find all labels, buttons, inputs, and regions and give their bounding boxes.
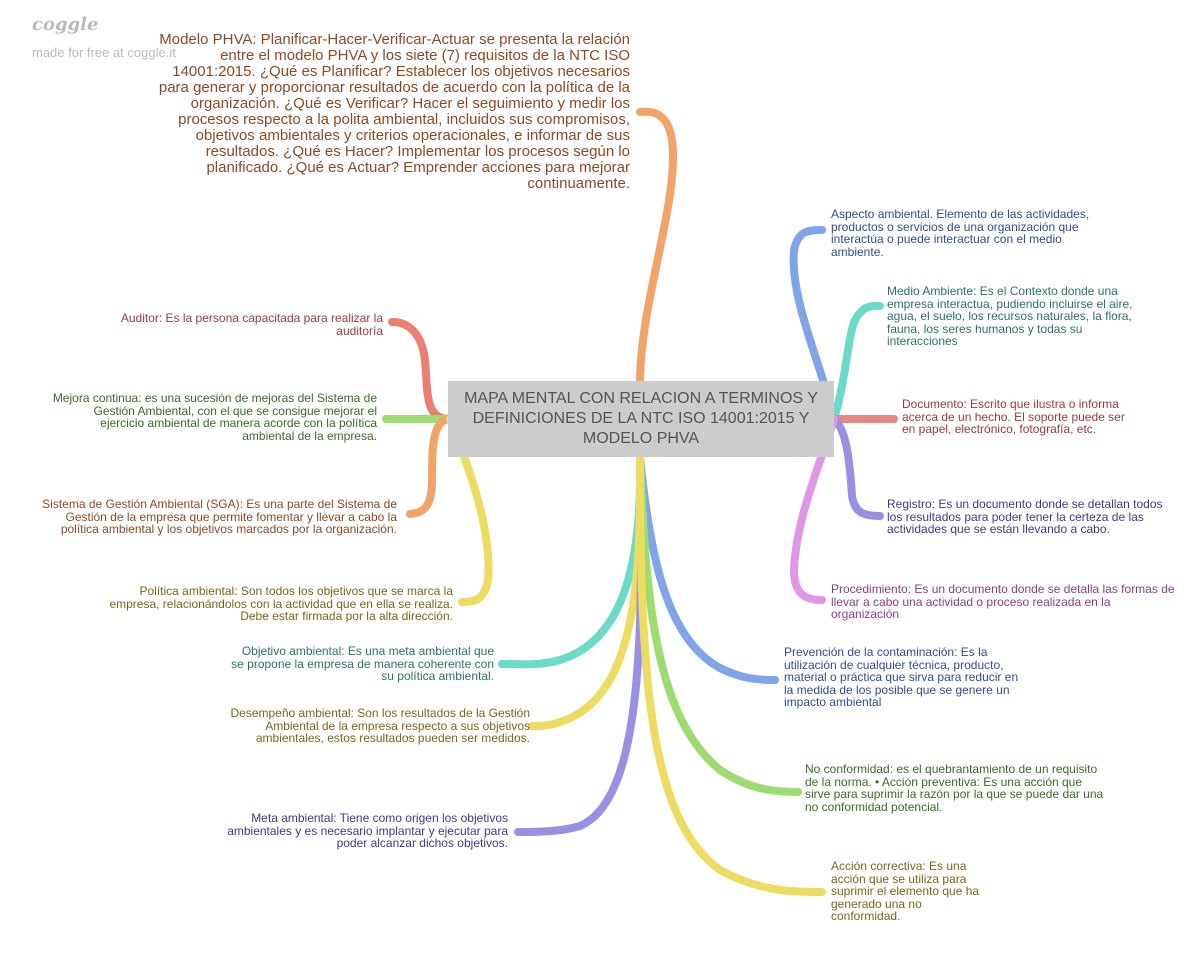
branch-sga: [406, 415, 454, 518]
node-medio-ambiente[interactable]: Medio Ambiente: Es el Contexto donde una…: [887, 284, 1133, 348]
node-phva[interactable]: Modelo PHVA: Planificar-Hacer-Verificar-…: [158, 31, 630, 192]
node-desempeno-ambiental[interactable]: Desempeño ambiental: Son los resultados …: [230, 706, 530, 745]
branch-registro: [830, 415, 884, 520]
node-prevencion-contaminacion[interactable]: Prevención de la contaminación: Es la ut…: [784, 645, 1019, 709]
node-aspecto-ambiental[interactable]: Aspecto ambiental. Elemento de las activ…: [831, 207, 1090, 259]
branch-objetivo: [498, 453, 645, 669]
node-accion-correctiva[interactable]: Acción correctiva: Es una acción que se …: [831, 859, 980, 923]
node-no-conformidad[interactable]: No conformidad: es el quebrantamiento de…: [805, 762, 1104, 814]
branch-auditor: [388, 318, 454, 423]
branch-phva: [636, 107, 677, 388]
coggle-logo: coggle: [32, 14, 99, 35]
branch-correctiva: [636, 453, 826, 896]
node-mejora-continua[interactable]: Mejora continua: es una sucesión de mejo…: [52, 391, 377, 443]
node-politica-ambiental[interactable]: Política ambiental: Son todos los objeti…: [109, 584, 453, 623]
branch-medio: [830, 301, 884, 423]
node-auditor[interactable]: Auditor: Es la persona capacitada para r…: [120, 311, 383, 338]
node-documento[interactable]: Documento: Escrito que ilustra o informa…: [902, 397, 1125, 436]
node-objetivo-ambiental[interactable]: Objetivo ambiental: Es una meta ambienta…: [231, 644, 494, 683]
branch-politica: [446, 415, 493, 606]
central-topic[interactable]: MAPA MENTAL CON RELACION A TERMINOS Y DE…: [448, 381, 834, 457]
node-meta-ambiental[interactable]: Meta ambiental: Tiene como origen los ob…: [227, 811, 508, 850]
coggle-note: made for free at coggle.it: [32, 45, 176, 60]
branch-prevencion: [636, 453, 779, 684]
node-sga[interactable]: Sistema de Gestión Ambiental (SGA): Es u…: [42, 497, 397, 536]
branch-aspecto: [789, 226, 838, 423]
node-procedimiento[interactable]: Procedimiento: Es un documento donde se …: [831, 582, 1175, 621]
branch-noconf: [636, 453, 802, 796]
coggle-branding: coggle made for free at coggle.it: [32, 14, 176, 60]
node-registro[interactable]: Registro: Es un documento donde se detal…: [887, 497, 1163, 536]
